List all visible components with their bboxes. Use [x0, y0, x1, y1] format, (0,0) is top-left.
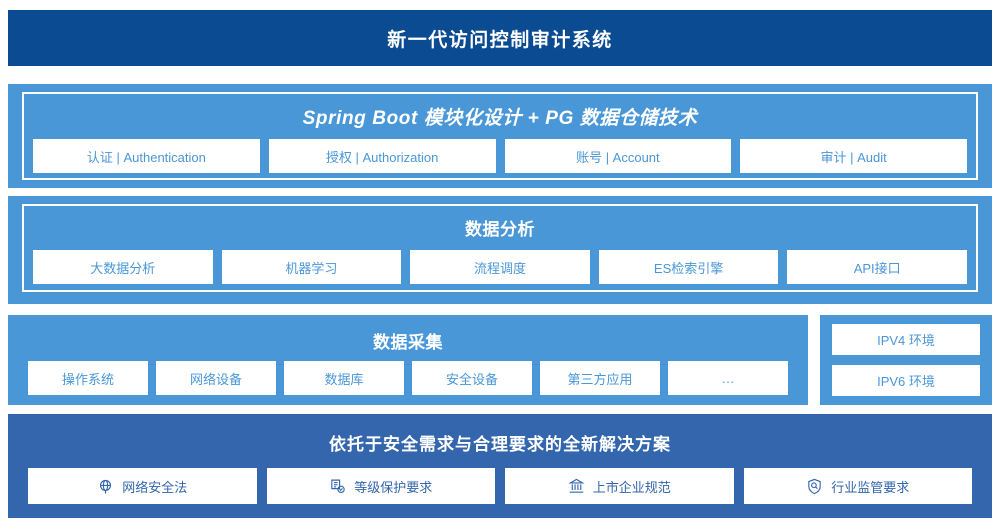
section-data-analysis: 数据分析 大数据分析 机器学习 流程调度 ES检索引擎 API接口 [8, 196, 992, 304]
springboot-card-row: 认证 | Authentication 授权 | Authorization 账… [24, 139, 976, 173]
data-collection-frame: 数据采集 操作系统 网络设备 数据库 安全设备 第三方应用 … [20, 322, 796, 398]
data-analysis-title: 数据分析 [465, 220, 535, 239]
card-cybersecurity-law[interactable]: 网络安全法 [28, 468, 257, 504]
section-solution: 依托于安全需求与合理要求的全新解决方案 网络安全法 [8, 414, 992, 518]
card-industry-regulation[interactable]: 行业监管要求 [743, 468, 972, 504]
data-collection-card-row: 操作系统 网络设备 数据库 安全设备 第三方应用 … [20, 361, 796, 395]
card-operating-system[interactable]: 操作系统 [28, 361, 148, 395]
card-account[interactable]: 账号 | Account [504, 139, 732, 173]
card-authentication[interactable]: 认证 | Authentication [33, 139, 260, 173]
section-data-collection: 数据采集 操作系统 网络设备 数据库 安全设备 第三方应用 … [8, 315, 808, 405]
card-more-ellipsis[interactable]: … [668, 361, 788, 395]
data-analysis-card-row: 大数据分析 机器学习 流程调度 ES检索引擎 API接口 [24, 250, 976, 284]
card-big-data-analysis[interactable]: 大数据分析 [33, 250, 213, 284]
card-es-search-engine[interactable]: ES检索引擎 [598, 250, 779, 284]
data-analysis-frame: 数据分析 大数据分析 机器学习 流程调度 ES检索引擎 API接口 [22, 204, 978, 292]
card-third-party-app[interactable]: 第三方应用 [540, 361, 660, 395]
card-network-device[interactable]: 网络设备 [156, 361, 276, 395]
header-bar: 新一代访问控制审计系统 [8, 10, 992, 66]
data-collection-title: 数据采集 [373, 333, 443, 352]
card-label: 网络安全法 [122, 479, 188, 495]
card-classified-protection[interactable]: 等级保护要求 [266, 468, 495, 504]
card-label: 等级保护要求 [354, 479, 433, 495]
card-listed-enterprise-standard[interactable]: 上市企业规范 [505, 468, 734, 504]
document-check-icon [329, 478, 346, 495]
card-api-interface[interactable]: API接口 [787, 250, 967, 284]
card-security-device[interactable]: 安全设备 [412, 361, 532, 395]
card-audit[interactable]: 审计 | Audit [740, 139, 967, 173]
page-title: 新一代访问控制审计系统 [387, 29, 613, 51]
solution-card-row: 网络安全法 等级保护要求 [20, 468, 980, 504]
card-label: 行业监管要求 [831, 479, 910, 495]
springboot-title: Spring Boot 模块化设计 + PG 数据仓储技术 [302, 108, 698, 129]
globe-network-icon [97, 478, 114, 495]
card-database[interactable]: 数据库 [284, 361, 404, 395]
card-process-scheduling[interactable]: 流程调度 [410, 250, 590, 284]
springboot-frame: Spring Boot 模块化设计 + PG 数据仓储技术 认证 | Authe… [22, 92, 978, 180]
card-authorization[interactable]: 授权 | Authorization [268, 139, 496, 173]
solution-frame: 依托于安全需求与合理要求的全新解决方案 网络安全法 [20, 422, 980, 510]
bank-building-icon [568, 478, 585, 495]
shield-search-icon [806, 478, 823, 495]
card-ipv6-environment[interactable]: IPV6 环境 [832, 365, 980, 396]
section-springboot: Spring Boot 模块化设计 + PG 数据仓储技术 认证 | Authe… [8, 84, 992, 188]
card-machine-learning[interactable]: 机器学习 [221, 250, 402, 284]
section-ip-environments: IPV4 环境 IPV6 环境 [820, 315, 992, 405]
card-ipv4-environment[interactable]: IPV4 环境 [832, 324, 980, 355]
card-label: 上市企业规范 [592, 479, 671, 495]
solution-title: 依托于安全需求与合理要求的全新解决方案 [329, 435, 671, 454]
